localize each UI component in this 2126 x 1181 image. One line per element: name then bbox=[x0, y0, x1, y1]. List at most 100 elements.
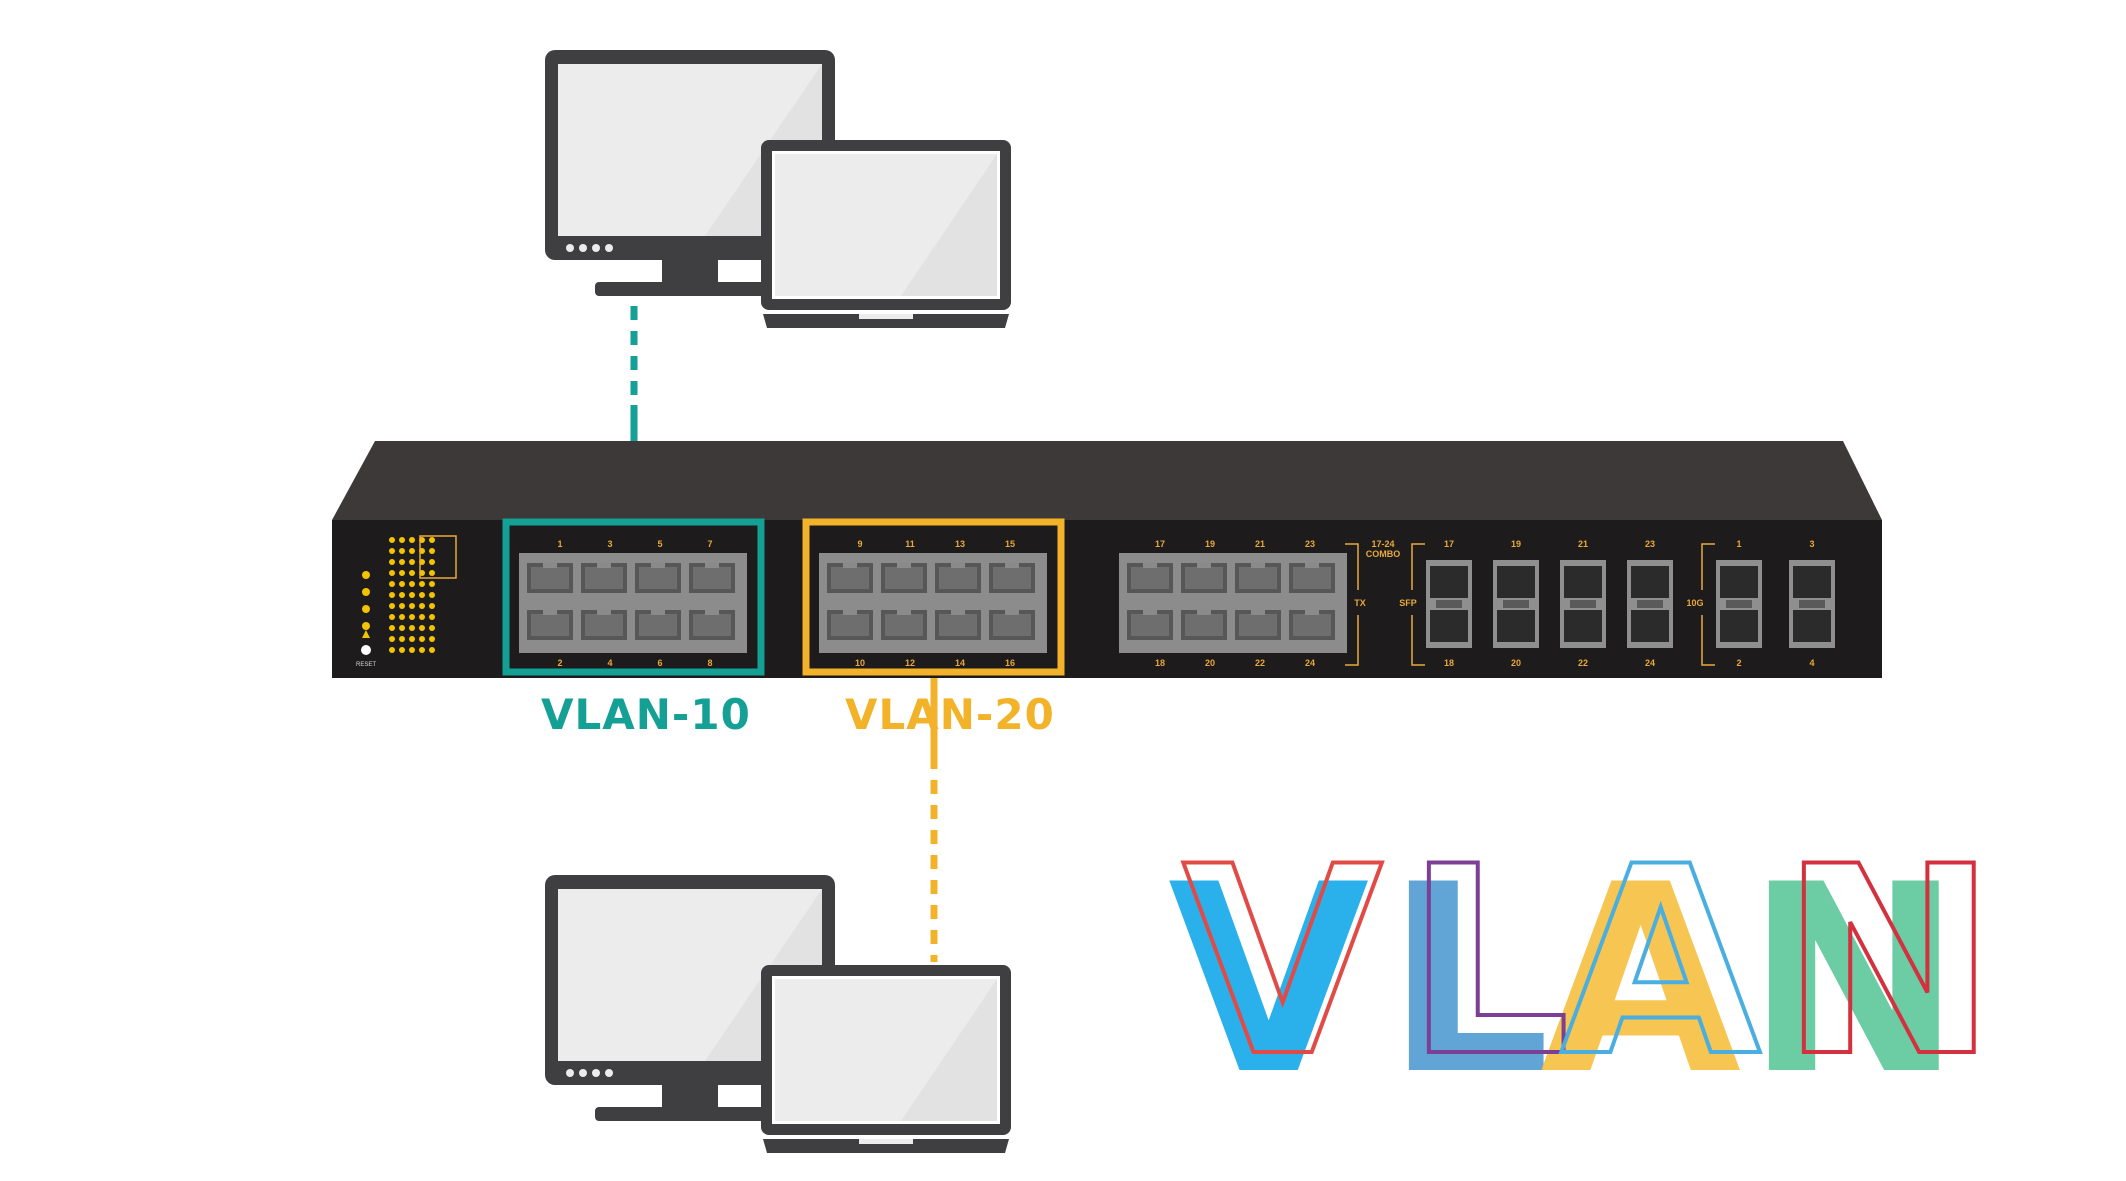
port-led bbox=[399, 647, 405, 653]
port-led bbox=[389, 636, 395, 642]
ethernet-port-icon[interactable] bbox=[689, 610, 735, 640]
ethernet-port-icon[interactable] bbox=[1127, 610, 1173, 640]
port-led bbox=[389, 592, 395, 598]
port-group-9-16 bbox=[819, 553, 1047, 653]
port-label: 8 bbox=[707, 658, 712, 668]
vlan-logo: V L A N V L A N bbox=[1168, 810, 2000, 1132]
bottom-laptop-icon bbox=[761, 965, 1011, 1153]
sfp-port-icon[interactable] bbox=[1493, 560, 1539, 648]
port-led bbox=[389, 647, 395, 653]
ethernet-port-icon[interactable] bbox=[527, 563, 573, 593]
ethernet-port-icon[interactable] bbox=[989, 563, 1035, 593]
port-label: 5 bbox=[657, 539, 662, 549]
ethernet-port-icon[interactable] bbox=[1235, 610, 1281, 640]
reset-button[interactable] bbox=[361, 645, 371, 655]
port-led bbox=[399, 559, 405, 565]
tx-label: TX bbox=[1354, 598, 1366, 608]
top-computer-group bbox=[545, 50, 1011, 328]
port-led bbox=[399, 581, 405, 587]
port-label: 1 bbox=[557, 539, 562, 549]
ethernet-port-icon[interactable] bbox=[527, 610, 573, 640]
port-led bbox=[399, 614, 405, 620]
port-label: 9 bbox=[857, 539, 862, 549]
10g-port-icon[interactable] bbox=[1716, 560, 1762, 648]
port-label: 19 bbox=[1205, 539, 1215, 549]
ethernet-port-icon[interactable] bbox=[1127, 563, 1173, 593]
ethernet-port-icon[interactable] bbox=[1289, 610, 1335, 640]
ethernet-port-icon[interactable] bbox=[881, 563, 927, 593]
ethernet-port-icon[interactable] bbox=[1289, 563, 1335, 593]
ethernet-port-icon[interactable] bbox=[827, 563, 873, 593]
switch-top-panel bbox=[332, 441, 1882, 520]
port-label: 22 bbox=[1255, 658, 1265, 668]
port-led bbox=[429, 548, 435, 554]
port-led bbox=[399, 548, 405, 554]
port-label: 3 bbox=[607, 539, 612, 549]
ethernet-port-icon[interactable] bbox=[1181, 610, 1227, 640]
ethernet-port-icon[interactable] bbox=[1235, 563, 1281, 593]
logo-outline-v: V bbox=[1182, 812, 1385, 1114]
vlan10-port-frame bbox=[502, 518, 765, 676]
logo-outline-l: L bbox=[1405, 812, 1571, 1114]
port-group-17-24 bbox=[1119, 553, 1347, 653]
top-laptop-icon bbox=[761, 140, 1011, 328]
sfp-port-label: 17 bbox=[1444, 539, 1454, 549]
sfp-port-label: 18 bbox=[1444, 658, 1454, 668]
port-led bbox=[429, 581, 435, 587]
10g-port-label: 4 bbox=[1809, 658, 1814, 668]
port-led bbox=[389, 548, 395, 554]
port-label: 15 bbox=[1005, 539, 1015, 549]
ethernet-port-icon[interactable] bbox=[935, 610, 981, 640]
port-led bbox=[399, 592, 405, 598]
ethernet-port-icon[interactable] bbox=[1181, 563, 1227, 593]
port-label: 10 bbox=[855, 658, 865, 668]
ethernet-port-icon[interactable] bbox=[635, 610, 681, 640]
10g-port-label: 1 bbox=[1736, 539, 1741, 549]
sfp-port-label: 24 bbox=[1645, 658, 1655, 668]
sfp-port-icon[interactable] bbox=[1627, 560, 1673, 648]
port-label: 4 bbox=[607, 658, 612, 668]
10g-label: 10G bbox=[1686, 598, 1703, 608]
network-switch: RESET 1 3 5 7 2 4 6 8 9 11 13 15 10 12 1… bbox=[332, 441, 1882, 678]
port-led bbox=[409, 636, 415, 642]
port-led bbox=[429, 592, 435, 598]
ethernet-port-icon[interactable] bbox=[635, 563, 681, 593]
port-led bbox=[429, 570, 435, 576]
port-led bbox=[389, 614, 395, 620]
bottom-computer-group bbox=[545, 875, 1011, 1153]
ethernet-port-icon[interactable] bbox=[827, 610, 873, 640]
port-label: 18 bbox=[1155, 658, 1165, 668]
ethernet-port-icon[interactable] bbox=[935, 563, 981, 593]
logo-outline-a: A bbox=[1560, 812, 1763, 1114]
sfp-label: SFP bbox=[1399, 598, 1417, 608]
10g-port-icon[interactable] bbox=[1789, 560, 1835, 648]
port-label: 21 bbox=[1255, 539, 1265, 549]
port-led bbox=[389, 537, 395, 543]
port-led bbox=[389, 570, 395, 576]
ethernet-port-icon[interactable] bbox=[881, 610, 927, 640]
ethernet-port-icon[interactable] bbox=[989, 610, 1035, 640]
port-label: 6 bbox=[657, 658, 662, 668]
port-label: 16 bbox=[1005, 658, 1015, 668]
combo-range-label: 17-24 bbox=[1371, 539, 1394, 549]
sfp-port-label: 20 bbox=[1511, 658, 1521, 668]
logo-letter-a: A bbox=[1540, 830, 1743, 1132]
port-led bbox=[409, 570, 415, 576]
port-led bbox=[419, 614, 425, 620]
sfp-port-icon[interactable] bbox=[1560, 560, 1606, 648]
port-led bbox=[399, 570, 405, 576]
10g-port-label: 2 bbox=[1736, 658, 1741, 668]
ethernet-port-icon[interactable] bbox=[581, 610, 627, 640]
port-led bbox=[399, 625, 405, 631]
sfp-port-icon[interactable] bbox=[1426, 560, 1472, 648]
ethernet-port-icon[interactable] bbox=[689, 563, 735, 593]
port-group-1-8 bbox=[519, 553, 747, 653]
port-label: 20 bbox=[1205, 658, 1215, 668]
port-led bbox=[409, 603, 415, 609]
port-label: 23 bbox=[1305, 539, 1315, 549]
logo-letter-l: L bbox=[1385, 830, 1551, 1132]
sfp-port-label: 22 bbox=[1578, 658, 1588, 668]
port-led bbox=[429, 647, 435, 653]
port-led bbox=[409, 614, 415, 620]
ethernet-port-icon[interactable] bbox=[581, 563, 627, 593]
